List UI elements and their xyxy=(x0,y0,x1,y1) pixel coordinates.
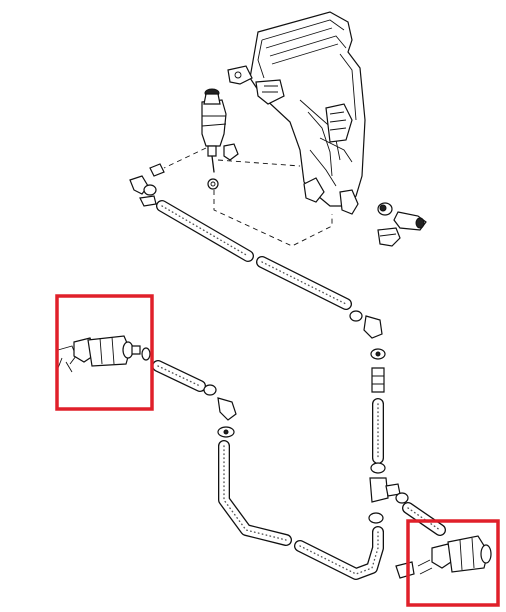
left-elbow-fittings xyxy=(203,384,237,438)
washer-reservoir xyxy=(227,11,366,215)
hose-fittings-right xyxy=(349,310,386,393)
t-fitting-right xyxy=(368,462,409,524)
hose-left xyxy=(152,360,206,392)
assembly-leader-lines xyxy=(163,147,333,247)
hose-upper xyxy=(156,200,352,310)
washer-pump-top xyxy=(201,88,239,190)
highlight-box-left-pump xyxy=(55,294,154,411)
top-connectors xyxy=(129,163,165,207)
highlight-box-right-pump xyxy=(406,519,500,607)
hose-bottom-u xyxy=(218,440,384,580)
hose-right-pump xyxy=(402,502,446,536)
tank-grommet-parts xyxy=(377,202,427,247)
washer-pump-right xyxy=(395,535,492,579)
washer-pump-left xyxy=(57,335,151,373)
